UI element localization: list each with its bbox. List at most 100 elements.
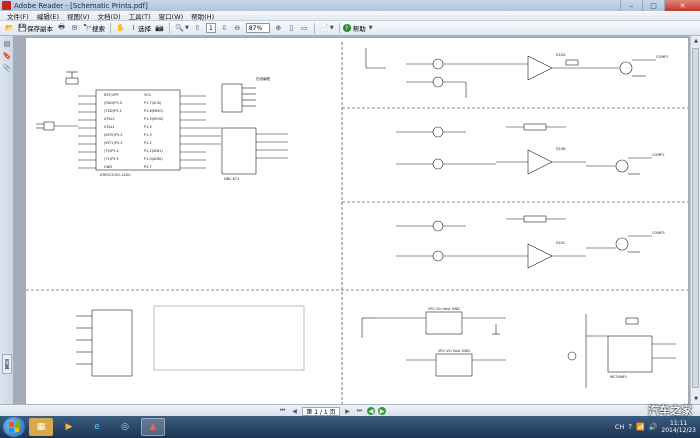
toolbar: 📂 💾 保存副本 🖶 ✉ 🔭 搜索 ✋ I 选择 📷 🔍▼ ⇧ 1 ⇩ ⊖ 87… xyxy=(0,21,700,36)
regulator-label: VR1 Vin Vout GND xyxy=(428,307,460,311)
fit-page-button[interactable]: ▯ xyxy=(285,22,298,34)
mcu-pin-label: P1.4 xyxy=(144,125,152,129)
internet-explorer-icon[interactable]: e xyxy=(94,422,100,432)
zoom-in-button[interactable]: 🔍▼ xyxy=(173,22,191,34)
net-label: COMP2 xyxy=(652,153,665,157)
toolbar-divider xyxy=(338,22,340,34)
scroll-up-icon[interactable]: ▲ xyxy=(694,38,698,44)
system-tray: CH ? 📶 🔊 11:11 2014/12/23 xyxy=(615,416,696,438)
menu-edit[interactable]: 编辑(E) xyxy=(36,12,59,21)
save-copy-button[interactable]: 💾 保存副本 xyxy=(16,22,55,34)
scroll-down-icon[interactable]: ▼ xyxy=(694,396,698,402)
bookmarks-icon[interactable]: 🔖 xyxy=(2,52,12,60)
menu-view[interactable]: 视图(V) xyxy=(67,12,90,21)
volume-icon[interactable]: 🔊 xyxy=(648,423,658,431)
fit-width-button[interactable]: ▭ xyxy=(298,22,311,34)
toolbar-divider xyxy=(313,22,315,34)
select-tool-button[interactable]: I 选择 xyxy=(127,22,153,34)
toolbar-divider xyxy=(169,22,170,34)
last-page-icon[interactable]: ⏭ xyxy=(356,407,363,414)
mcu-pin-label: (INT1)P3.3 xyxy=(104,141,122,145)
adobe-reader-task-icon[interactable]: ▲ xyxy=(141,418,165,436)
net-label: COMP1 xyxy=(656,55,669,59)
minimize-button[interactable]: – xyxy=(620,0,642,11)
mcu-pin-label: P1.3 xyxy=(144,133,152,137)
mcu-pin-label: P1.0(AIN0) xyxy=(144,157,163,161)
zoom-out-button[interactable]: ⊖ xyxy=(231,22,244,34)
zoom-input[interactable]: 87% xyxy=(245,23,270,33)
close-button[interactable]: ✕ xyxy=(664,0,700,11)
schematic-drawing: RST/VPP (RXD)P3.0 (TXD)P3.1 XTAL2 XTAL1 … xyxy=(26,42,688,404)
menu-tools[interactable]: 工具(T) xyxy=(128,12,151,21)
mcu-pin-label: XTAL2 xyxy=(104,117,115,121)
hand-tool-button[interactable]: ✋ xyxy=(114,22,127,34)
network-app-icon[interactable]: ◎ xyxy=(121,422,129,432)
status-bar: ⏮ ◀ 第 1 / 1 页 ▶ ⏭ ◀ ▶ xyxy=(0,404,700,416)
first-page-icon[interactable]: ⏮ xyxy=(279,407,286,414)
start-button[interactable] xyxy=(3,417,25,437)
zoom-in-plus-button[interactable]: ⊕ xyxy=(272,22,285,34)
scroll-thumb[interactable] xyxy=(692,48,699,388)
title-bar: Adobe Reader - [Schematic Prints.pdf] – … xyxy=(0,0,700,11)
print-button[interactable]: 🖶 xyxy=(55,22,68,34)
envelope-icon: ✉ xyxy=(71,24,78,32)
media-player-icon[interactable]: ▶ xyxy=(65,422,73,432)
binoculars-icon: 🔭 xyxy=(83,24,92,32)
next-page-icon[interactable]: ▶ xyxy=(345,407,350,415)
opamp-label: D15C xyxy=(556,241,566,245)
menu-window[interactable]: 窗口(W) xyxy=(158,12,184,21)
isp-header-label: 在线编程 xyxy=(256,76,270,81)
net-label: COMP3 xyxy=(652,231,665,235)
help-tray-icon[interactable]: ? xyxy=(628,423,632,431)
library-folder-icon[interactable]: ▦ xyxy=(29,418,53,436)
mcu-part-label: AT89C2051-24SU xyxy=(100,173,131,177)
help-button[interactable]: ? 帮助 ▼ xyxy=(342,23,373,33)
menu-document[interactable]: 文档(D) xyxy=(97,12,121,21)
open-button[interactable]: 📂 xyxy=(3,22,16,34)
page-options-button[interactable]: 📄▼ xyxy=(318,22,336,34)
magnifier-icon: 🔍 xyxy=(175,24,184,32)
menu-help[interactable]: 帮助(H) xyxy=(191,12,215,21)
help-label: 帮助 xyxy=(352,25,366,33)
search-button[interactable]: 🔭 搜索 xyxy=(81,22,107,34)
clock-date: 2014/12/23 xyxy=(661,427,696,434)
previous-page-button[interactable]: ⇧ xyxy=(191,22,204,34)
page-indicator[interactable]: 第 1 / 1 页 xyxy=(302,406,340,416)
mcu-pin-label: P1.6(MISO) xyxy=(144,109,164,113)
vertical-scrollbar[interactable]: ▲ ▼ xyxy=(690,36,700,404)
cursor-icon: I xyxy=(132,24,135,32)
mcu-pin-label: (T0)P3.4 xyxy=(104,149,120,153)
next-page-button[interactable]: ⇩ xyxy=(218,22,231,34)
menu-file[interactable]: 文件(F) xyxy=(7,12,29,21)
arrow-up-icon: ⇧ xyxy=(194,24,201,32)
email-button[interactable]: ✉ xyxy=(68,22,81,34)
go-back-icon[interactable]: ◀ xyxy=(367,407,375,415)
mcu-pin-label: P3.7 xyxy=(144,165,152,169)
adobe-reader-icon xyxy=(2,1,11,10)
input-language[interactable]: CH xyxy=(614,423,625,431)
chevron-down-icon: ▼ xyxy=(368,25,373,31)
maximize-button[interactable]: □ xyxy=(642,0,664,11)
mcu-pin-label: XTAL1 xyxy=(104,125,115,129)
clock-time: 11:11 xyxy=(670,420,688,427)
pages-panel-icon[interactable]: ▤ xyxy=(3,40,11,48)
mcu-pin-label: P1.1(AIN1) xyxy=(144,149,163,153)
search-label: 搜索 xyxy=(92,25,105,33)
pdf-page: RST/VPP (RXD)P3.0 (TXD)P3.1 XTAL2 XTAL1 … xyxy=(26,38,688,404)
select-label: 选择 xyxy=(138,25,151,33)
bluetooth-module-label: HBC-671 xyxy=(224,177,239,181)
system-clock[interactable]: 11:11 2014/12/23 xyxy=(661,420,696,434)
page-number-input[interactable]: 1 xyxy=(205,23,216,33)
window-title: Adobe Reader - [Schematic Prints.pdf] xyxy=(14,1,148,10)
go-forward-icon[interactable]: ▶ xyxy=(378,407,386,415)
pages-tab[interactable]: 页面 xyxy=(2,354,12,374)
minus-circle-icon: ⊖ xyxy=(234,24,241,32)
chevron-down-icon: ▼ xyxy=(185,25,189,31)
attachments-icon[interactable]: 📎 xyxy=(2,64,12,72)
snapshot-button[interactable]: 📷 xyxy=(153,22,166,34)
previous-page-icon[interactable]: ◀ xyxy=(292,407,297,415)
fit-width-icon: ▭ xyxy=(301,24,308,32)
network-tray-icon[interactable]: 📶 xyxy=(635,423,645,431)
mcu-pin-label: P1.2 xyxy=(144,141,152,145)
mcu-pin-label: VCC xyxy=(144,93,152,97)
